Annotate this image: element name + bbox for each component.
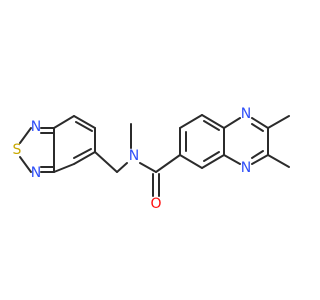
- atom-sulfur-label: S: [13, 142, 22, 158]
- atom-nitrogen-label: N: [241, 160, 251, 176]
- molecule-canvas: N S N N O N N: [12, 106, 290, 212]
- bond-q8a-n1: [223, 117, 241, 129]
- atom-nitrogen-label: N: [241, 106, 251, 122]
- bond-c5-c4: [73, 151, 96, 165]
- bond-n-carbonyl: [139, 162, 157, 173]
- bond-c2-methyl: [267, 115, 290, 129]
- bond-n4-q8: [223, 154, 241, 165]
- bond-carbonyl-ring: [155, 154, 181, 173]
- bond-c5-ch2: [94, 151, 118, 173]
- bond-c7a-c7: [53, 115, 75, 129]
- bond-c7-c6: [73, 115, 96, 129]
- bond-c4-c3a: [53, 163, 75, 173]
- bond-n1-c2: [251, 117, 269, 129]
- bond-ch2-n: [116, 162, 128, 173]
- atom-nitrogen-label: N: [129, 148, 139, 164]
- bond-q4a-q8a-double: [203, 120, 220, 131]
- atom-nitrogen-label: N: [31, 165, 41, 181]
- bond-q4a-q8a: [201, 114, 225, 129]
- bond-c3-methyl: [267, 154, 290, 168]
- atom-nitrogen-label: N: [31, 119, 41, 135]
- bond-c3-n4-double: [251, 150, 264, 159]
- bond-c7-c6-double: [75, 121, 93, 132]
- structure-diagram: N S N N O N N: [13, 106, 290, 212]
- bond-q8-q7-double: [203, 151, 220, 162]
- bond-q5-q4a: [179, 114, 203, 129]
- bond-n1-s: [19, 127, 32, 144]
- bond-q7-q6: [179, 154, 203, 169]
- bond-c3-n4: [251, 154, 269, 165]
- bond-q8-q7: [201, 154, 225, 169]
- bond-c5-c4-double: [73, 148, 92, 159]
- bond-s-n2: [19, 156, 32, 173]
- atom-oxygen-label: O: [150, 196, 161, 212]
- bond-n1-c2-double: [251, 123, 264, 132]
